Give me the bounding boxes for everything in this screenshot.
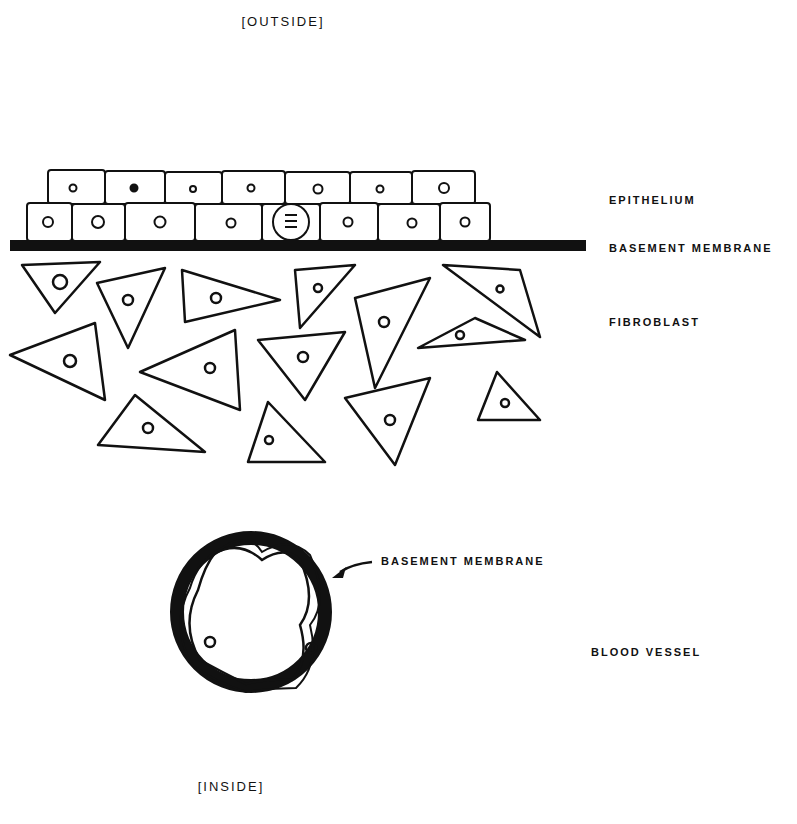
region-label: [INSIDE] [197,779,266,794]
layer-label: EPITHELIUM [608,194,697,206]
epithelium-nuclei [43,183,470,228]
epithelium-cells [27,170,490,241]
fibroblast-nuclei [53,275,509,444]
layer-label: BASEMENT MEMBRANE [380,555,546,567]
region-label: [OUTSIDE] [240,14,325,29]
basement-membrane [10,240,586,251]
structure-label: BLOOD VESSEL [590,646,702,658]
blood-vessel [177,538,325,692]
layer-label: BASEMENT MEMBRANE [608,242,774,254]
leader-arrow [332,562,372,578]
fibroblast-cells [10,262,540,465]
cell-label: FIBROBLAST [608,316,701,328]
